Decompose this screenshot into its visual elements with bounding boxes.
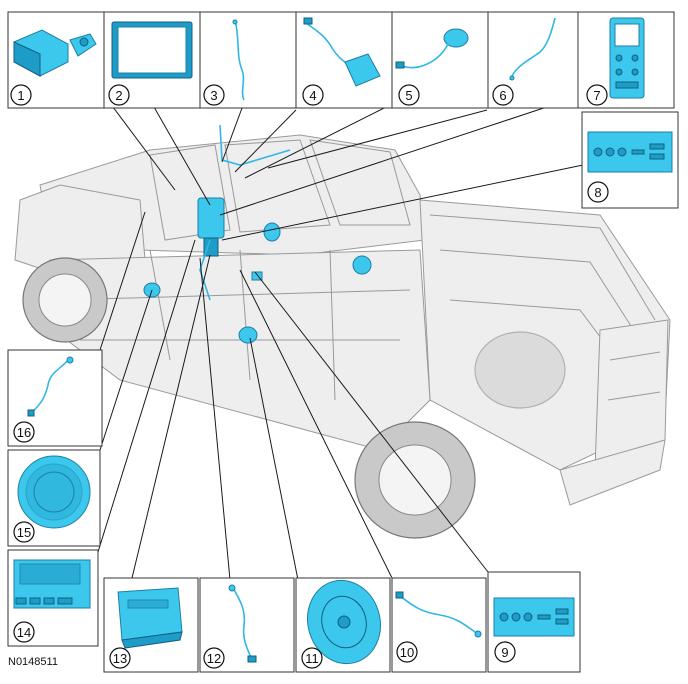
cable-icon xyxy=(27,356,74,417)
callout-number-10: 10 xyxy=(400,645,414,660)
callout-panel-6: 6 xyxy=(487,11,579,109)
callout-number-13: 13 xyxy=(113,651,127,666)
control-faceplate-icon xyxy=(609,17,645,99)
callout-number-3: 3 xyxy=(210,88,217,103)
display-screen-icon xyxy=(111,21,193,79)
callout-number-12: 12 xyxy=(207,651,221,666)
switch-panel-icon xyxy=(493,597,575,637)
module-with-bracket-icon xyxy=(13,29,97,77)
diagram-reference-code: N0148511 xyxy=(8,656,58,668)
switch-panel-icon xyxy=(587,131,673,173)
callout-panel-10: 10 xyxy=(391,577,487,673)
callout-panel-8: 8 xyxy=(581,111,679,209)
callout-number-14: 14 xyxy=(17,625,31,640)
callout-panel-5: 5 xyxy=(391,11,489,109)
callout-panel-4: 4 xyxy=(295,11,393,109)
callout-panel-12: 12 xyxy=(199,577,295,673)
finned-module-icon xyxy=(13,559,91,609)
callout-number-15: 15 xyxy=(17,525,31,540)
cable-with-plate-icon xyxy=(303,17,381,87)
callout-panel-9: 9 xyxy=(487,571,581,673)
grille-speaker-icon xyxy=(17,455,91,529)
callout-number-11: 11 xyxy=(305,651,319,666)
antenna-cable-icon xyxy=(232,19,245,101)
callout-panel-15: 15 xyxy=(7,449,101,547)
callout-panel-2: 2 xyxy=(103,11,201,109)
callout-number-8: 8 xyxy=(594,185,601,200)
callout-leader-lines xyxy=(97,94,584,581)
bracketed-module-icon xyxy=(117,587,183,649)
callout-panel-1: 1 xyxy=(7,11,105,109)
pickup-truck-illustration xyxy=(14,134,671,539)
callout-number-16: 16 xyxy=(17,425,31,440)
callout-panel-3: 3 xyxy=(199,11,297,109)
callout-panel-14: 14 xyxy=(7,549,99,647)
thin-cable-icon xyxy=(509,17,556,81)
callout-number-2: 2 xyxy=(115,88,122,103)
round-puck-antenna-icon xyxy=(395,28,469,69)
callout-panel-13: 13 xyxy=(103,577,199,673)
callout-panel-7: 7 xyxy=(577,11,675,109)
cable-icon xyxy=(228,584,257,663)
callout-panel-11: 11 xyxy=(295,577,391,673)
callout-number-5: 5 xyxy=(405,88,412,103)
callout-panel-16: 16 xyxy=(7,349,103,447)
cable-icon xyxy=(395,591,482,638)
callout-number-7: 7 xyxy=(593,88,600,103)
callout-number-1: 1 xyxy=(17,88,24,103)
callout-number-9: 9 xyxy=(501,645,508,660)
highlighted-parts-on-truck xyxy=(143,124,372,344)
round-speaker-icon xyxy=(307,579,381,665)
callout-number-4: 4 xyxy=(309,88,316,103)
callout-number-6: 6 xyxy=(499,88,506,103)
